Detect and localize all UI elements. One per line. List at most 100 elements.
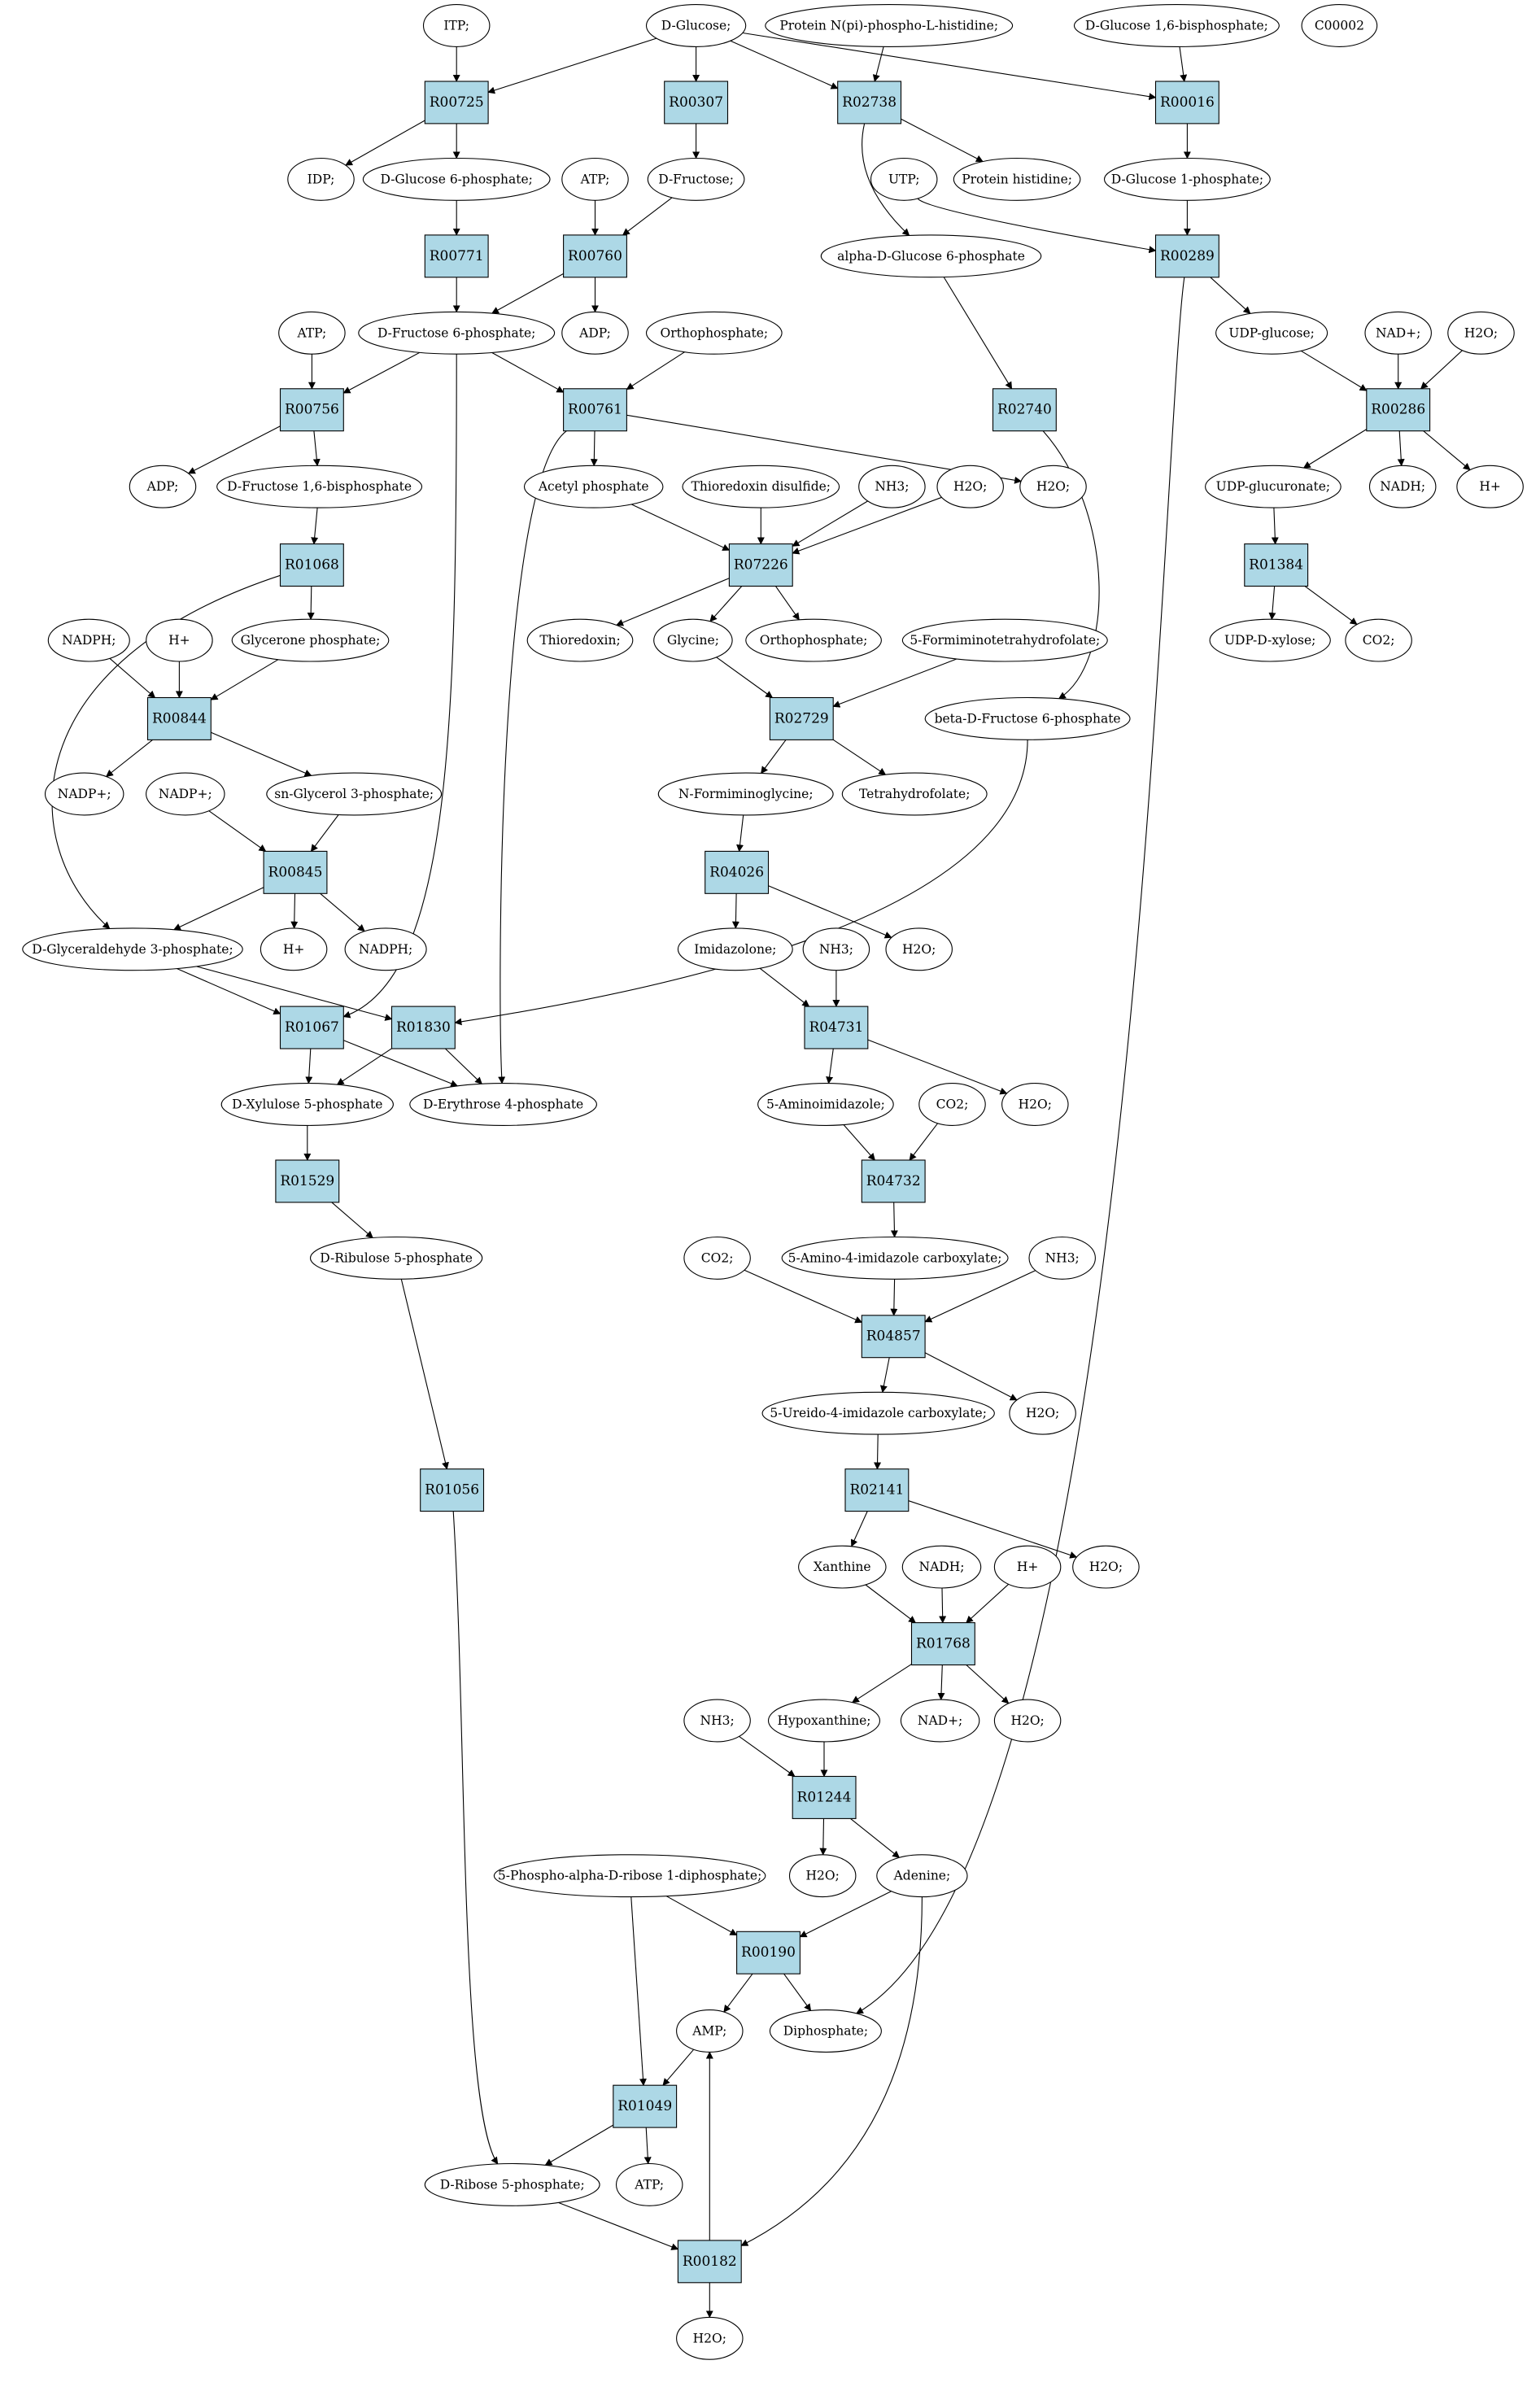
metabolite-ellipse bbox=[266, 772, 443, 816]
reaction-box bbox=[263, 850, 328, 894]
metabolite-ellipse bbox=[344, 927, 427, 971]
edge-glucose-to-R02738 bbox=[730, 40, 839, 89]
edge-imidazolone-to-R04731 bbox=[759, 967, 810, 1007]
metabolite-label: CO2; bbox=[1363, 633, 1395, 648]
metabolite-r5p: D-Ribose 5-phosphate; bbox=[424, 2162, 600, 2206]
reaction-R00016: R00016 bbox=[1154, 81, 1219, 124]
metabolite-imidazolone: Imidazolone; bbox=[677, 927, 793, 971]
metabolite-ellipse bbox=[615, 2162, 683, 2206]
reaction-box bbox=[769, 696, 834, 740]
edge-gap-to-R01067 bbox=[177, 967, 281, 1014]
metabolite-ellipse bbox=[422, 4, 491, 47]
edge-co2_3-to-R04857 bbox=[744, 1269, 863, 1324]
metabolite-diphosphate: Diphosphate; bbox=[769, 2009, 882, 2053]
metabolite-ru5p: D-Ribulose 5-phosphate bbox=[309, 1236, 483, 1280]
reaction-R02729: R02729 bbox=[769, 696, 834, 740]
metabolite-ellipse bbox=[683, 1236, 751, 1280]
metabolite-utp: UTP; bbox=[870, 157, 938, 201]
metabolite-label: D-Fructose 6-phosphate; bbox=[377, 325, 535, 340]
reaction-box bbox=[837, 81, 902, 124]
reaction-box bbox=[424, 81, 489, 124]
edge-f6p-to-R01067 bbox=[342, 354, 457, 1019]
metabolite-prpp: 5-Phospho-alpha-D-ribose 1-diphosphate; bbox=[493, 1854, 766, 1898]
edge-R01049-to-atp3 bbox=[643, 2127, 652, 2165]
edge-R04026-to-imidazolone bbox=[731, 893, 739, 929]
metabolite-ellipse bbox=[676, 2009, 744, 2053]
reaction-label: R00190 bbox=[741, 1944, 796, 1961]
metabolite-formiminoglycine: N-Formiminoglycine; bbox=[657, 772, 834, 816]
metabolite-c00002: C00002 bbox=[1301, 4, 1378, 47]
edge-R00289-to-udpglc bbox=[1210, 277, 1251, 314]
metabolite-label: 5-Aminoimidazole; bbox=[766, 1097, 885, 1112]
metabolite-ellipse bbox=[802, 927, 870, 971]
metabolite-ellipse bbox=[820, 234, 1042, 278]
metabolite-label: NADP+; bbox=[159, 787, 212, 801]
edge-udpglc-to-R00286 bbox=[1301, 350, 1368, 391]
reaction-label: R01049 bbox=[617, 2098, 672, 2114]
edge-R02729-to-formiminoglycine bbox=[761, 739, 787, 774]
metabolite-ellipse bbox=[1447, 311, 1515, 355]
edge-R00289-to-diphosphate bbox=[856, 277, 1185, 2014]
metabolite-nh3_4: NH3; bbox=[683, 1699, 751, 1743]
metabolite-label: 5-Amino-4-imidazole carboxylate; bbox=[788, 1250, 1002, 1265]
metabolite-ellipse bbox=[858, 465, 926, 508]
reaction-box bbox=[792, 1775, 857, 1819]
reaction-R00286: R00286 bbox=[1366, 388, 1431, 432]
metabolite-co2_1: CO2; bbox=[1345, 618, 1412, 662]
metabolite-g3p_sn: sn-Glycerol 3-phosphate; bbox=[266, 772, 443, 816]
metabolite-ellipse bbox=[647, 157, 745, 201]
metabolite-ellipse bbox=[841, 772, 988, 816]
reaction-label: R00845 bbox=[268, 864, 323, 880]
reaction-label: R04026 bbox=[709, 864, 764, 880]
metabolite-ellipse bbox=[146, 618, 213, 662]
edge-R00286-to-udpglcu bbox=[1302, 429, 1368, 469]
metabolite-ellipse bbox=[523, 465, 664, 508]
metabolite-label: Xanthine bbox=[814, 1560, 871, 1574]
metabolite-label: UDP-glucuronate; bbox=[1216, 479, 1330, 494]
metabolite-ellipse bbox=[781, 1236, 1009, 1280]
metabolite-ellipse bbox=[993, 1699, 1062, 1743]
metabolite-ellipse bbox=[278, 311, 346, 355]
metabolite-aminoimidazole: 5-Aminoimidazole; bbox=[757, 1083, 894, 1126]
metabolite-ellipse bbox=[260, 927, 328, 971]
edge-dhap-to-R00844 bbox=[210, 659, 279, 700]
edge-R01049-to-r5p bbox=[544, 2124, 614, 2166]
metabolite-label: Orthophosphate; bbox=[660, 325, 768, 340]
metabolite-adenine: Adenine; bbox=[876, 1854, 968, 1898]
metabolite-ellipse bbox=[362, 157, 551, 201]
metabolite-acetylp: Acetyl phosphate bbox=[523, 465, 664, 508]
reaction-label: R01056 bbox=[425, 1482, 479, 1499]
metabolite-label: Tetrahydrofolate; bbox=[859, 787, 970, 801]
reaction-box bbox=[279, 1006, 344, 1049]
edge-R01384-to-udpxyl bbox=[1268, 586, 1276, 621]
reaction-box bbox=[992, 388, 1057, 432]
metabolite-label: ATP; bbox=[580, 172, 610, 186]
reaction-R00761: R00761 bbox=[563, 388, 627, 432]
metabolite-bf6p: beta-D-Fructose 6-phosphate bbox=[924, 696, 1131, 740]
reaction-label: R01067 bbox=[285, 1019, 339, 1036]
edge-R02729-to-thf bbox=[832, 739, 887, 775]
metabolite-label: NAD+; bbox=[1376, 325, 1420, 340]
edge-amp-to-R01049 bbox=[662, 2048, 695, 2086]
metabolite-label: D-Ribose 5-phosphate; bbox=[440, 2177, 585, 2192]
reaction-R01830: R01830 bbox=[390, 1006, 456, 1049]
metabolite-label: Thioredoxin disulfide; bbox=[691, 479, 831, 494]
metabolite-label: Protein histidine; bbox=[962, 172, 1072, 186]
metabolite-nadp_plus_top: NAD+; bbox=[1364, 311, 1432, 355]
metabolite-xanthine: Xanthine bbox=[798, 1545, 887, 1589]
metabolite-ellipse bbox=[767, 1699, 881, 1743]
edges-layer bbox=[51, 32, 1471, 2319]
edge-formimino_thf-to-R02729 bbox=[832, 658, 958, 708]
metabolite-ellipse bbox=[918, 1083, 986, 1126]
edge-R07226-to-orthophosphate2 bbox=[774, 586, 800, 621]
edge-R00756-to-adp2 bbox=[187, 425, 281, 474]
metabolite-label: NADH; bbox=[1380, 479, 1425, 494]
edge-prpp-to-R01049 bbox=[630, 1896, 647, 2087]
metabolite-ellipse bbox=[1209, 618, 1331, 662]
metabolite-label: ATP; bbox=[634, 2177, 664, 2192]
reaction-R01529: R01529 bbox=[275, 1159, 340, 1203]
metabolite-ellipse bbox=[44, 772, 124, 816]
metabolite-formimino_thf: 5-Formiminotetrahydrofolate; bbox=[901, 618, 1108, 662]
metabolite-orthophosphate1: Orthophosphate; bbox=[645, 311, 783, 355]
